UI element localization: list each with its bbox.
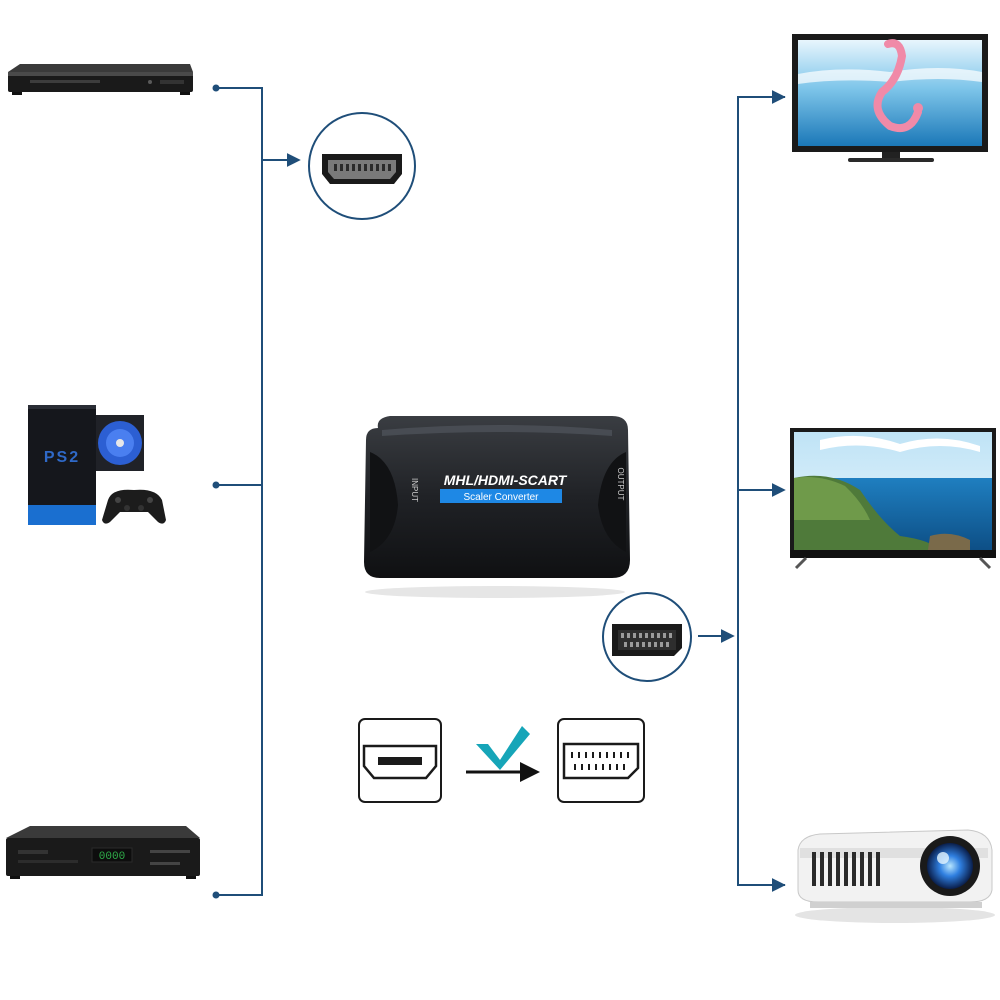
hdmi-port-icon [308,112,416,220]
converter-brand: MHL/HDMI-SCART [444,472,568,488]
converter-output-label: OUTPUT [616,468,625,501]
dvd-player-icon [8,64,193,95]
right-bus [698,90,786,892]
converter-subtitle-bar [440,489,562,503]
left-bus-dots [212,84,220,899]
hdmi-legend-icon [358,718,442,803]
convert-arrow-icon [466,762,540,782]
converter-input-label: INPUT [410,478,419,502]
ps2-logo-text: PS2 [44,449,80,466]
left-bus-line [216,87,263,896]
converter-box: INPUT OUTPUT MHL/HDMI-SCART Scaler Conve… [364,416,630,598]
smart-tv-icon [790,428,996,570]
scart-legend-icon [557,718,645,803]
tv-icon [792,34,988,162]
satellite-receiver-icon: 0000 [6,826,200,879]
convert-check-icon [476,726,530,770]
ps2-console-icon: PS2 [28,405,166,525]
projector-icon [795,829,995,923]
converter-subtitle: Scaler Converter [463,492,539,503]
gamepad-icon [102,489,166,524]
left-bus [216,87,301,896]
scart-port-icon [602,592,692,682]
svg-text:0000: 0000 [99,851,125,863]
